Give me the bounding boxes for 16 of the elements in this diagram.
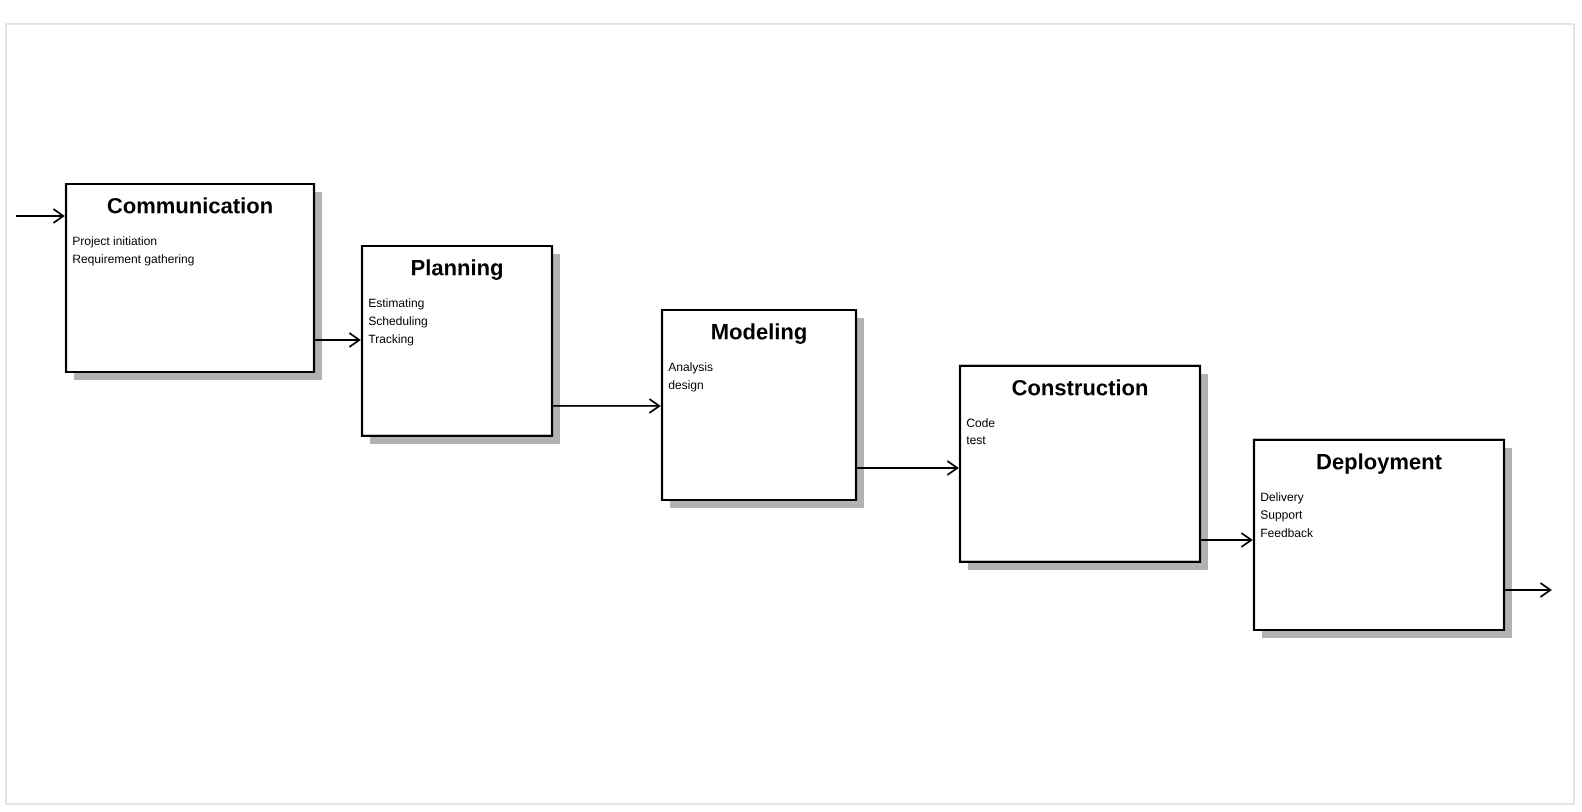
box-title: Communication	[107, 197, 272, 214]
process-box	[958, 364, 1208, 570]
arrow	[1200, 532, 1253, 548]
box-title: Construction	[1012, 379, 1148, 396]
arrow	[15, 208, 65, 224]
process-box	[360, 244, 560, 444]
process-box	[64, 182, 323, 380]
process-box	[1252, 438, 1512, 638]
arrow	[1504, 582, 1552, 598]
arrow	[314, 332, 361, 348]
arrow	[552, 398, 661, 414]
box-title: Planning	[412, 259, 502, 280]
box-title: Deployment	[1317, 453, 1442, 474]
box-title: Modeling	[712, 323, 806, 344]
arrow	[856, 460, 959, 476]
process-box	[660, 308, 864, 508]
